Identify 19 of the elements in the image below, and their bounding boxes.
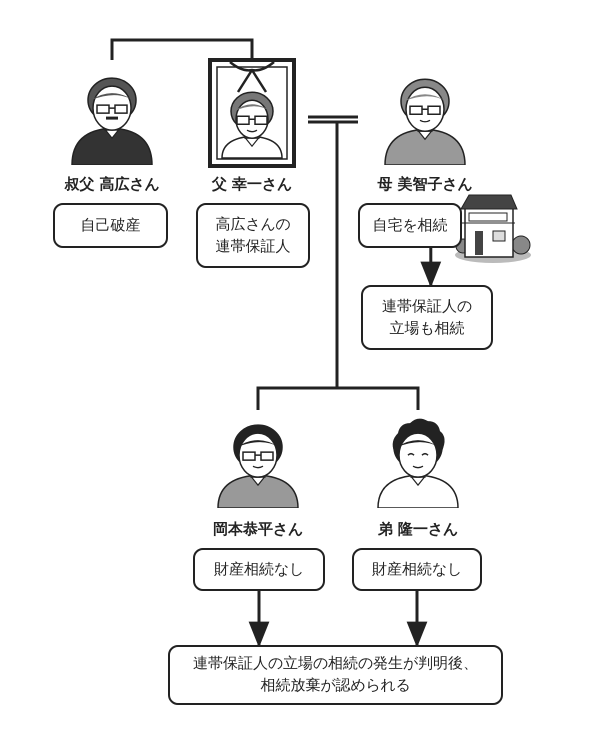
text-box: 連帯保証人の立場も相続 xyxy=(361,285,493,350)
connector-line xyxy=(110,38,254,60)
person-name: 叔父 高広さん xyxy=(64,175,160,194)
connector-line xyxy=(306,116,360,124)
arrow xyxy=(406,591,428,648)
person-name: 母 美智子さん xyxy=(377,175,473,194)
person-drawing xyxy=(208,58,296,168)
text-box: 財産相続なし xyxy=(352,548,482,591)
person-name: 弟 隆一さん xyxy=(378,520,458,539)
person-name: 岡本恭平さん xyxy=(213,520,303,539)
arrow xyxy=(248,591,270,648)
arrow xyxy=(420,248,442,288)
person-name: 父 幸一さん xyxy=(212,175,292,194)
text-box: 自宅を相続 xyxy=(358,203,462,248)
text-box: 高広さんの連帯保証人 xyxy=(196,203,310,268)
text-box: 財産相続なし xyxy=(193,548,325,591)
text-box: 自己破産 xyxy=(53,203,168,248)
connector-line xyxy=(336,121,420,410)
text-box: 連帯保証人の立場の相続の発生が判明後、相続放棄が認められる xyxy=(168,645,503,705)
